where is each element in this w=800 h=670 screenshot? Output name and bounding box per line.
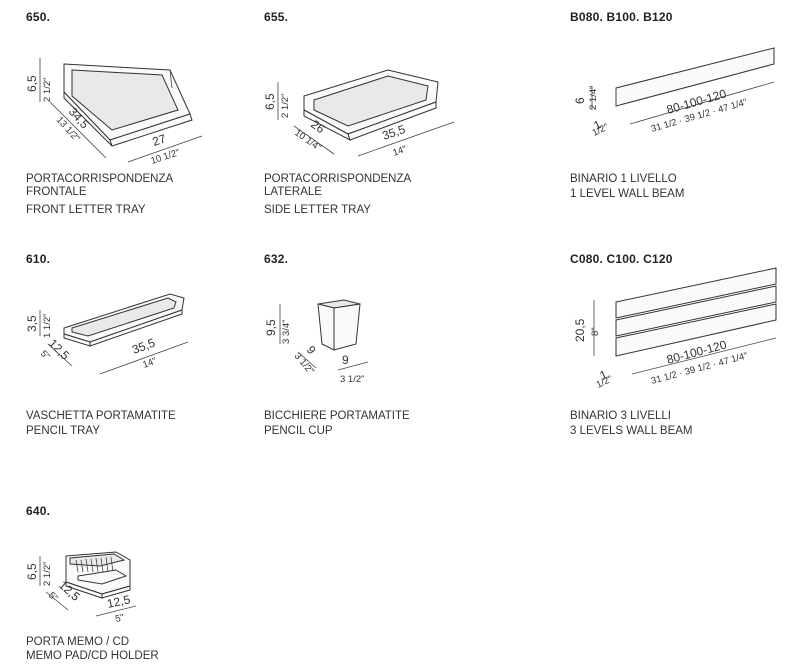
dim-depth-cm: 9 bbox=[304, 343, 319, 357]
memo-cd-holder-drawing: 6,5 2 1/2" 12,5 5" 12,5 5" bbox=[25, 551, 137, 625]
dim-height-cm: 9,5 bbox=[264, 319, 278, 336]
caption-it-line: LATERALE bbox=[264, 186, 322, 198]
dim-depth-in: 1/2" bbox=[595, 374, 615, 391]
product-code-655: 655. bbox=[264, 10, 289, 24]
dim-height-cm: 3,5 bbox=[25, 315, 39, 332]
dim-width-in: 5" bbox=[114, 612, 125, 625]
caption-en: SIDE LETTER TRAY bbox=[264, 204, 371, 216]
dim-depth-in: 3 1/2" bbox=[292, 351, 316, 377]
product-code-c080-c100-c120: C080. C100. C120 bbox=[570, 252, 673, 266]
dim-height-cm: 20,5 bbox=[573, 318, 587, 342]
product-code-650: 650. bbox=[26, 10, 51, 24]
caption-en: PENCIL TRAY bbox=[26, 425, 100, 437]
dim-height-cm: 6,5 bbox=[25, 75, 39, 92]
dim-height-in: 8" bbox=[590, 327, 601, 336]
product-code-640: 640. bbox=[26, 504, 51, 518]
caption-655: PORTACORRISPONDENZA LATERALE SIDE LETTER… bbox=[264, 173, 411, 217]
dim-depth-in: 5" bbox=[38, 348, 52, 362]
caption-it-line: PORTA MEMO / CD bbox=[26, 636, 130, 648]
caption-en: PENCIL CUP bbox=[264, 425, 333, 437]
dim-width-cm: 9 bbox=[342, 353, 349, 367]
dim-width-in: 14" bbox=[141, 356, 158, 371]
caption-650: PORTACORRISPONDENZA FRONTALE FRONT LETTE… bbox=[26, 173, 173, 217]
caption-640: PORTA MEMO / CD MEMO PAD/CD HOLDER bbox=[26, 636, 159, 663]
caption-it-line: BINARIO 1 LIVELLO bbox=[570, 173, 677, 185]
caption-it-line: PORTACORRISPONDENZA bbox=[26, 173, 174, 185]
caption-en: 1 LEVEL WALL BEAM bbox=[570, 188, 685, 200]
front-letter-tray-drawing: 6,5 2 1/2" 34,5 13 1/2" 27 10 1/2" bbox=[25, 58, 203, 167]
product-code-b080-b100-b120: B080. B100. B120 bbox=[570, 10, 673, 24]
dim-height-in: 2 1/4" bbox=[588, 85, 599, 110]
dim-width-cm: 35,5 bbox=[130, 336, 157, 357]
dim-depth-cm: 12,5 bbox=[46, 336, 73, 363]
dim-height-in: 2 1/2" bbox=[280, 93, 291, 118]
caption-en: FRONT LETTER TRAY bbox=[26, 204, 146, 216]
dim-height-in: 2 1/2" bbox=[42, 77, 53, 102]
pencil-tray-drawing: 3,5 1 1/2" 12,5 5" 35,5 14" bbox=[25, 293, 189, 375]
dim-width-in: 10 1/2" bbox=[150, 147, 182, 167]
caption-c080: BINARIO 3 LIVELLI 3 LEVELS WALL BEAM bbox=[570, 410, 693, 438]
caption-b080: BINARIO 1 LIVELLO 1 LEVEL WALL BEAM bbox=[570, 173, 684, 201]
caption-610: VASCHETTA PORTAMATITE PENCIL TRAY bbox=[26, 410, 176, 438]
dim-height-in: 3 3/4" bbox=[281, 319, 292, 344]
caption-en: 3 LEVELS WALL BEAM bbox=[570, 425, 693, 437]
caption-it-line: FRONTALE bbox=[26, 186, 87, 198]
dim-width-cm: 27 bbox=[151, 131, 168, 149]
dim-width-in: 14" bbox=[391, 144, 408, 159]
pencil-cup-drawing: 9,5 3 3/4" 9 3 1/2" 9 3 1/2" bbox=[264, 299, 369, 385]
caption-it-line: BICCHIERE PORTAMATITE bbox=[264, 410, 410, 422]
product-code-632: 632. bbox=[264, 252, 289, 266]
dim-height-cm: 6 bbox=[573, 97, 587, 104]
dim-height-cm: 6,5 bbox=[25, 563, 39, 580]
three-level-wall-beam-drawing: 20,5 8" 1 1/2" 80-100-120 31 1/2 · 39 1/… bbox=[573, 267, 777, 391]
caption-it-line: PORTACORRISPONDENZA bbox=[264, 173, 412, 185]
caption-632: BICCHIERE PORTAMATITE PENCIL CUP bbox=[264, 410, 410, 438]
caption-en: MEMO PAD/CD HOLDER bbox=[26, 650, 159, 662]
one-level-wall-beam-drawing: 6 2 1/4" 1 1/2" 80-100-120 31 1/2 · 39 1… bbox=[573, 47, 775, 139]
dim-height-in: 1 1/2" bbox=[42, 313, 53, 338]
dim-height-cm: 6,5 bbox=[263, 93, 277, 110]
dim-height-in: 2 1/2" bbox=[42, 561, 53, 586]
side-letter-tray-drawing: 6,5 2 1/2" 26 10 1/4" 35,5 14" bbox=[263, 69, 455, 159]
product-code-610: 610. bbox=[26, 252, 51, 266]
dim-width-in: 3 1/2" bbox=[340, 374, 365, 385]
caption-it-line: VASCHETTA PORTAMATITE bbox=[26, 410, 176, 422]
caption-it-line: BINARIO 3 LIVELLI bbox=[570, 410, 671, 422]
dim-width-cm: 12,5 bbox=[106, 592, 132, 611]
